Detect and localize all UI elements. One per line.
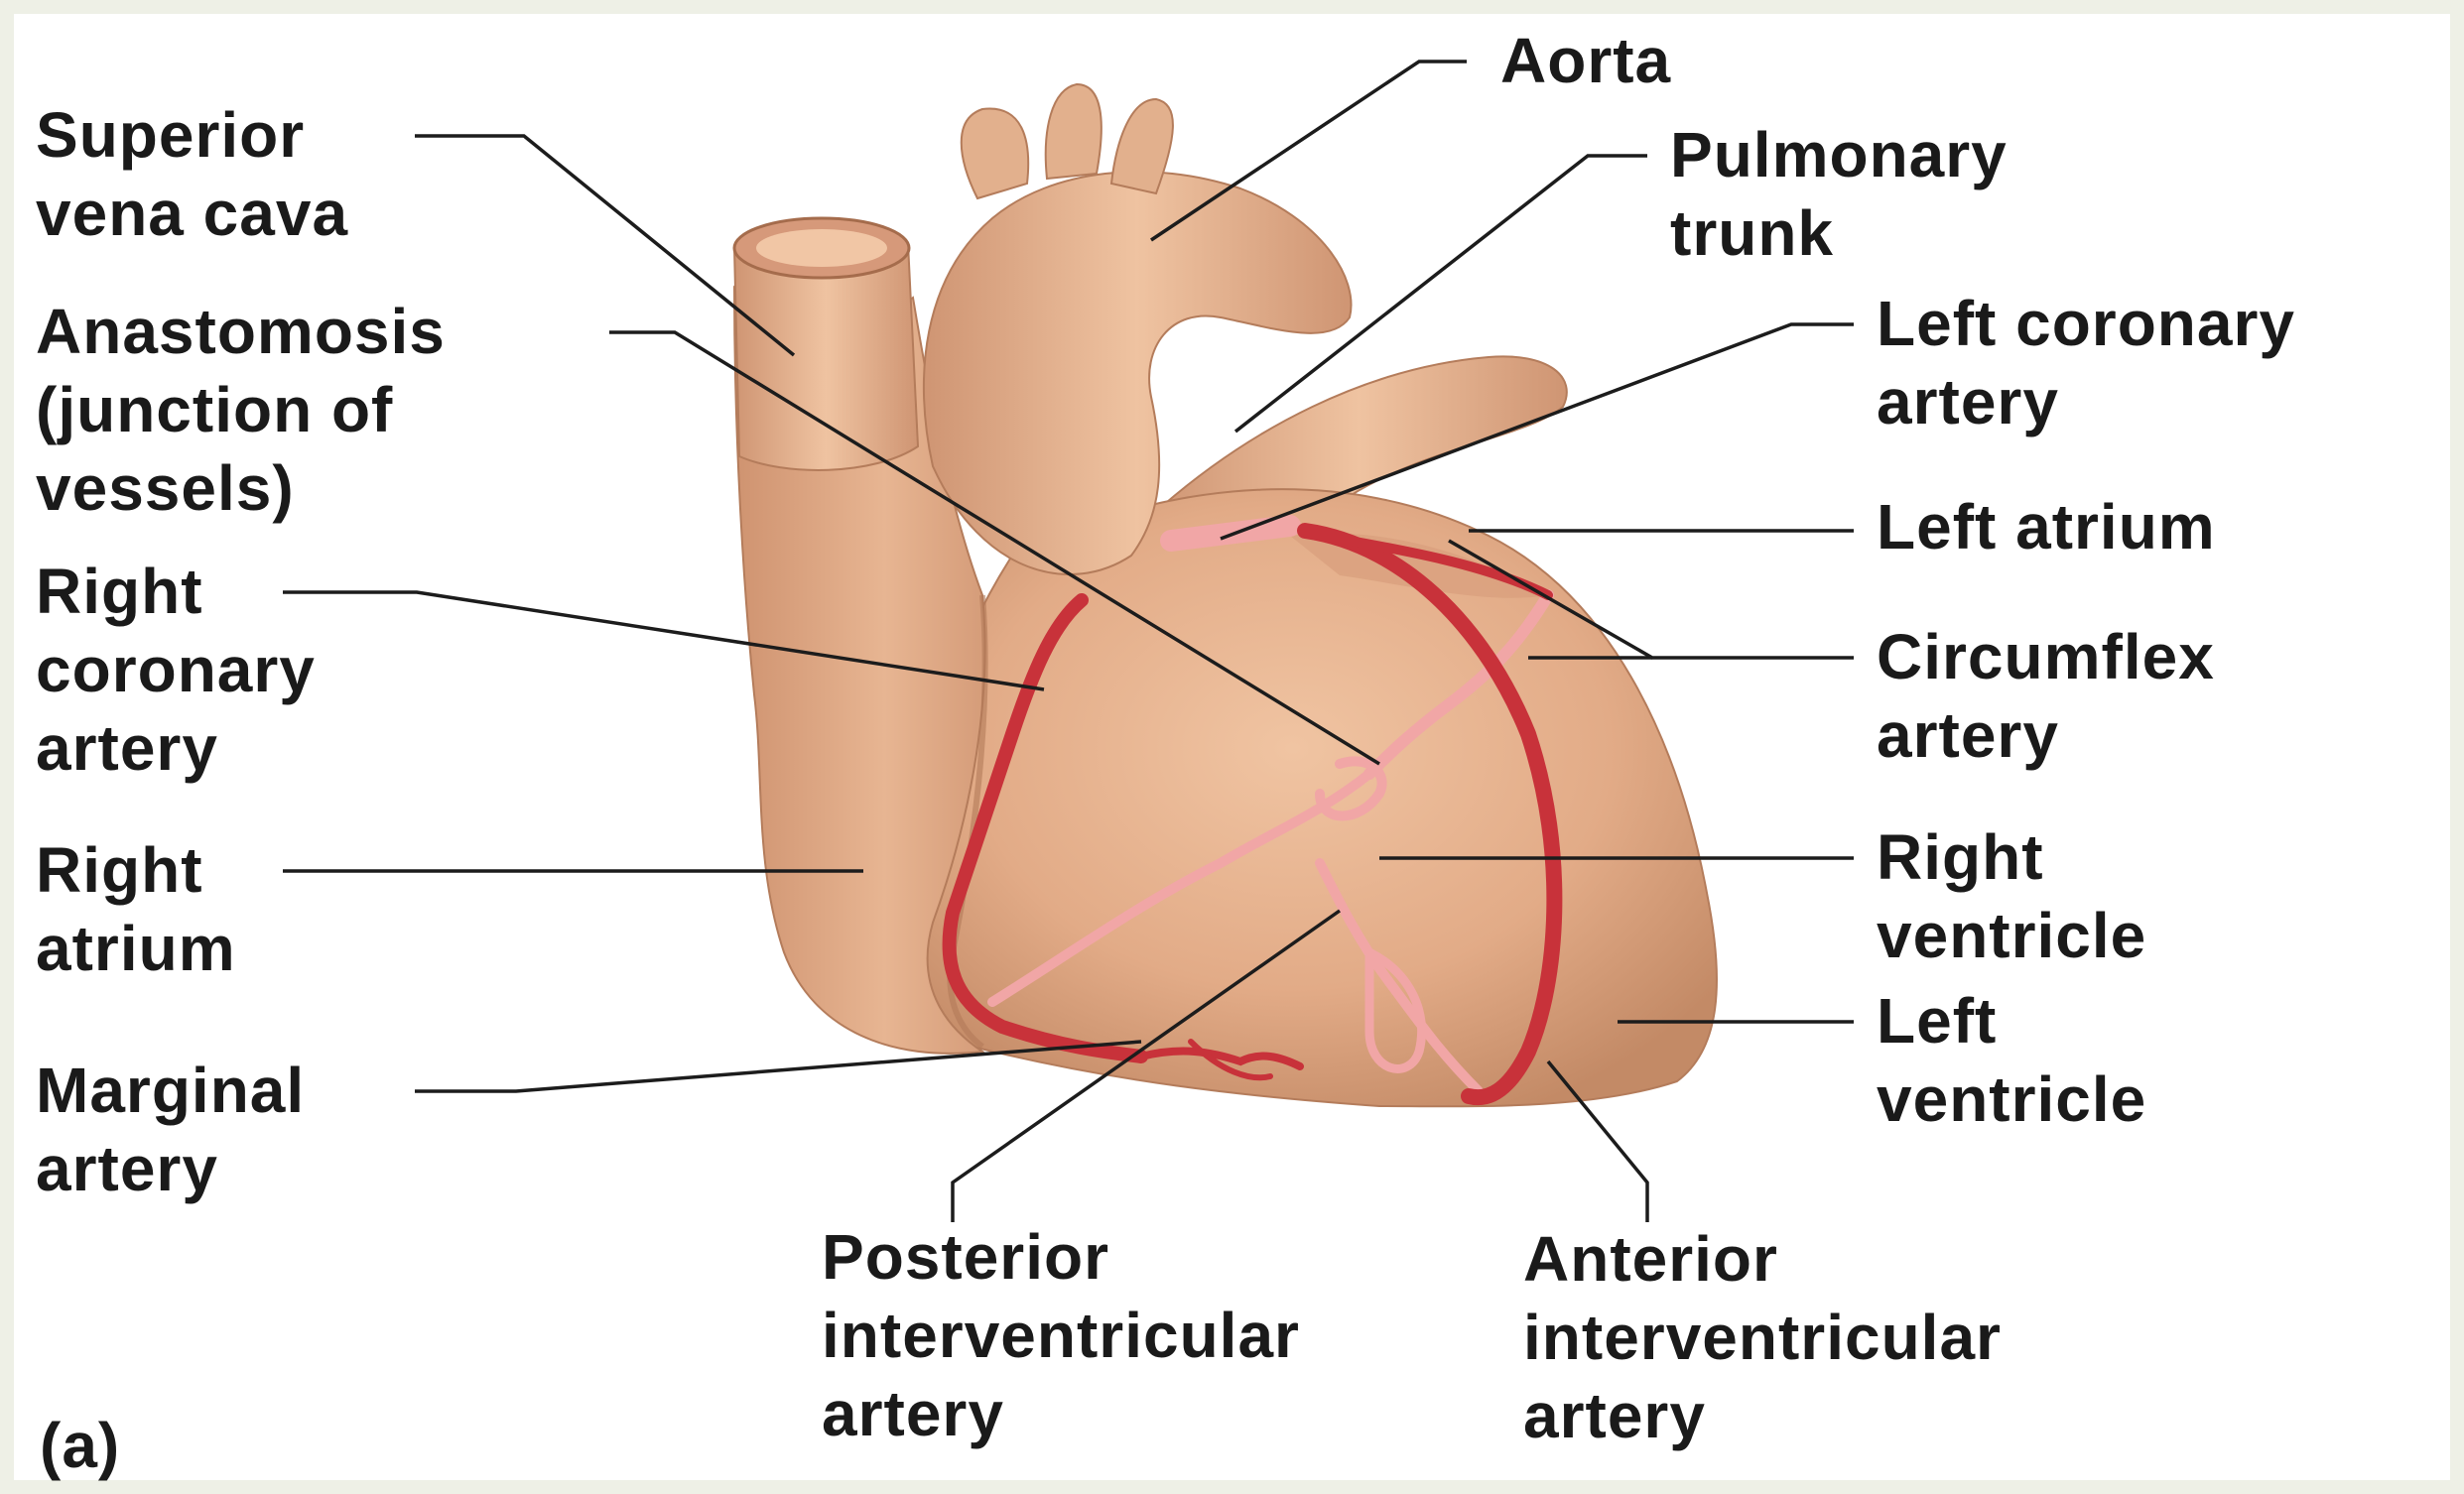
leader-superior-vena-cava <box>415 134 796 357</box>
label-anastomosis: Anastomosis (junction of vessels) <box>36 296 446 524</box>
leader-right-coronary-artery <box>283 590 1045 691</box>
label-right-atrium: Right atrium <box>36 834 236 984</box>
label-left-atrium: Left atrium <box>1877 491 2216 562</box>
aorta-shape <box>922 171 1353 575</box>
label-pulmonary-trunk: Pulmonary trunk <box>1670 119 2008 269</box>
label-right-coronary-artery: Right coronary artery <box>36 556 316 784</box>
marginal-artery-line <box>1137 1047 1304 1070</box>
label-right-ventricle: Right ventricle <box>1877 821 2147 971</box>
leader-aorta <box>1150 60 1467 242</box>
anterior-interventricular-artery-line <box>1297 523 1563 1106</box>
ventricles-shape <box>899 488 1718 1108</box>
label-posterior-interventricular-artery: Posterior interventricular artery <box>822 1221 1300 1449</box>
coronary-arteries <box>942 523 1563 1106</box>
leader-anterior-interventricular-artery <box>1546 1059 1649 1222</box>
leader-posterior-interventricular-artery <box>951 909 1342 1222</box>
superior-vena-cava-shape <box>732 241 920 471</box>
label-marginal-artery: Marginal artery <box>36 1055 306 1204</box>
leader-pulmonary-trunk <box>1233 154 1647 434</box>
right-coronary-artery-line <box>942 593 1148 1063</box>
label-anterior-interventricular-artery: Anterior interventricular artery <box>1523 1223 2002 1451</box>
panel-label: (a) <box>40 1410 121 1481</box>
label-left-ventricle: Left ventricle <box>1877 985 2147 1135</box>
label-aorta: Aorta <box>1500 25 1672 96</box>
leader-anastomosis <box>609 330 1380 766</box>
heart-illustration <box>732 82 1718 1108</box>
leader-marginal-artery <box>415 1040 1142 1093</box>
label-circumflex-artery: Circumflex artery <box>1877 621 2215 771</box>
leader-lines <box>283 60 1854 1222</box>
label-superior-vena-cava: Superior vena cava <box>36 99 349 249</box>
leader-left-coronary-artery <box>1220 322 1854 541</box>
label-left-coronary-artery: Left coronary artery <box>1877 288 2295 437</box>
